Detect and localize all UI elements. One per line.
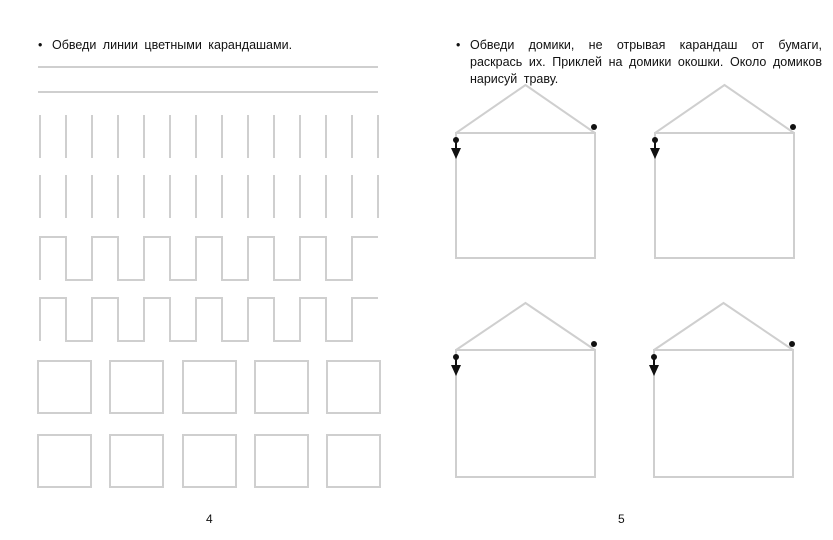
end-dot-icon <box>789 341 795 347</box>
trace-house <box>653 301 794 478</box>
arrow-head-icon <box>650 148 660 159</box>
trace-square <box>109 434 164 488</box>
trace-house <box>455 301 596 478</box>
end-dot-icon <box>790 124 796 130</box>
trace-square <box>254 360 309 414</box>
trace-square <box>182 360 237 414</box>
bullet-icon: • <box>456 38 461 52</box>
trace-square <box>37 360 92 414</box>
trace-house <box>654 83 795 259</box>
trace-house <box>455 83 596 259</box>
trace-square-wave <box>39 297 378 342</box>
right-instruction: • Обведи домики, не отрывая карандаш от … <box>456 37 822 88</box>
left-instruction: • Обведи линии цветными карандашами. <box>38 37 293 54</box>
arrow-head-icon <box>451 365 461 376</box>
left-instruction-text: Обведи линии цветными карандашами. <box>52 38 293 52</box>
end-dot-icon <box>591 124 597 130</box>
trace-square-wave <box>39 236 378 281</box>
trace-square <box>109 360 164 414</box>
arrow-head-icon <box>451 148 461 159</box>
trace-square <box>326 434 381 488</box>
page-number-left: 4 <box>206 512 213 526</box>
trace-square <box>254 434 309 488</box>
trace-square <box>37 434 92 488</box>
bullet-icon: • <box>38 38 43 52</box>
end-dot-icon <box>591 341 597 347</box>
right-instruction-text: Обведи домики, не отрывая карандаш от бу… <box>470 38 822 86</box>
trace-square <box>326 360 381 414</box>
trace-square <box>182 434 237 488</box>
arrow-head-icon <box>649 365 659 376</box>
page-number-right: 5 <box>618 512 625 526</box>
